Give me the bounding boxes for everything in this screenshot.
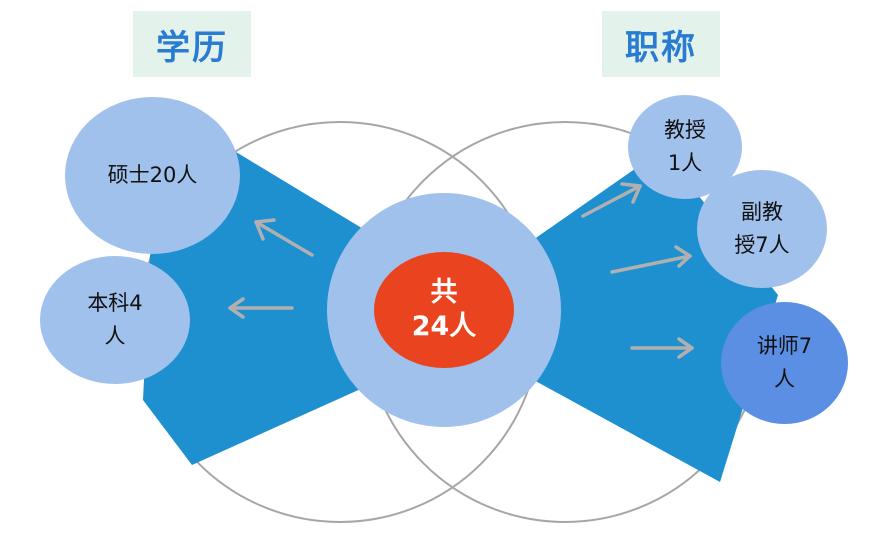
node-lecturer-line2: 人 <box>774 367 795 391</box>
node-master-line1: 硕士20人 <box>107 163 198 188</box>
arrow-to-lecturer-head <box>677 337 694 359</box>
rank-title-text: 职称 <box>625 27 697 68</box>
education-arrows <box>228 218 314 319</box>
center-total-line1: 共 <box>430 277 458 309</box>
center-total-line2: 24人 <box>411 311 477 342</box>
rank-title: 职称 <box>602 11 720 77</box>
node-bachelor: 本科4 人 <box>40 256 190 384</box>
node-bachelor-line1: 本科4 <box>87 291 143 316</box>
arrow-to-professor <box>581 184 642 218</box>
education-title: 学历 <box>133 11 251 77</box>
node-master: 硕士20人 <box>65 97 240 254</box>
arrow-to-associate-professor-head <box>674 245 692 268</box>
arrow-to-master <box>254 220 314 257</box>
node-professor-line2: 1人 <box>667 151 703 175</box>
center-total: 共 24人 <box>374 252 514 368</box>
arrow-to-associate-professor <box>610 254 692 274</box>
node-associate-professor-line2: 授7人 <box>734 233 790 257</box>
node-associate-professor: 副教 授7人 <box>697 170 827 288</box>
arrow-to-master-head <box>254 218 276 241</box>
node-professor-line1: 教授 <box>664 118 706 143</box>
node-lecturer-line1: 讲师7 <box>756 334 813 359</box>
node-bachelor-line2: 人 <box>104 324 126 348</box>
node-associate-professor-line1: 副教 <box>741 200 783 225</box>
arrow-to-bachelor-head <box>228 297 245 319</box>
rank-arrows <box>581 182 694 359</box>
arrow-to-professor-head <box>620 182 642 204</box>
education-title-text: 学历 <box>156 27 228 68</box>
node-lecturer: 讲师7 人 <box>721 302 848 424</box>
